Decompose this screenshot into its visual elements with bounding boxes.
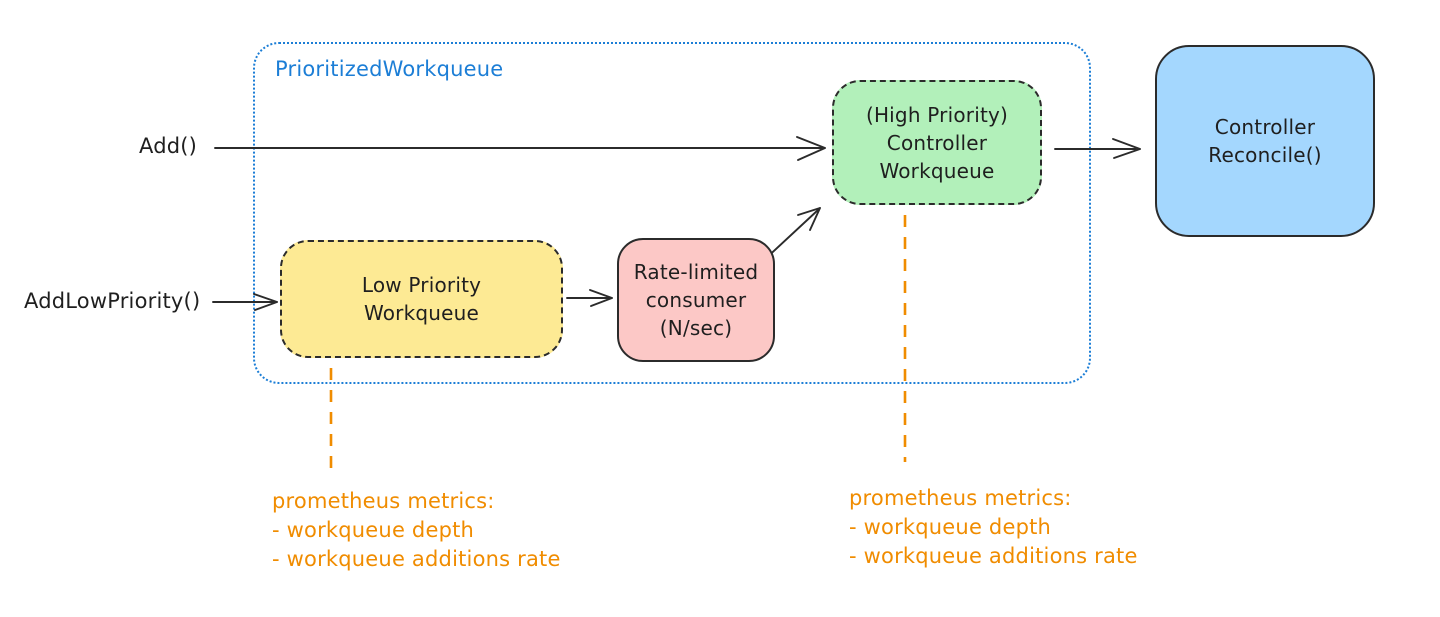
prioritized-workqueue-group-label: PrioritizedWorkqueue [275, 57, 504, 81]
addlowpriority-entrypoint-label: AddLowPriority() [24, 289, 201, 313]
node-high-priority-label-line2: Controller [886, 130, 988, 155]
node-rate-limited-consumer-label-line3: (N/sec) [659, 316, 733, 340]
metrics-note-high-priority-title: prometheus metrics: [849, 486, 1072, 510]
metrics-note-high-priority-item2: - workqueue additions rate [849, 543, 1138, 568]
metrics-note-low-priority-title: prometheus metrics: [272, 489, 495, 513]
node-high-priority-label-line1: (High Priority) [865, 102, 1009, 127]
node-high-priority-label-line3: Workqueue [879, 158, 995, 183]
metrics-note-low-priority: prometheus metrics: - workqueue depth - … [272, 487, 561, 573]
add-entrypoint-label: Add() [139, 134, 198, 158]
metrics-note-low-priority-item1: - workqueue depth [272, 517, 475, 542]
node-rate-limited-consumer-label-line2: consumer [645, 288, 747, 312]
prioritized-workqueue-group-outline [253, 42, 1091, 384]
node-rate-limited-consumer: Rate-limited consumer (N/sec) [617, 238, 775, 362]
node-low-priority-workqueue-label-line1: Low Priority [361, 273, 482, 297]
metrics-note-high-priority: prometheus metrics: - workqueue depth - … [849, 484, 1138, 570]
node-rate-limited-consumer-label-line1: Rate-limited [633, 260, 759, 284]
node-controller-reconcile-label-line1: Controller [1214, 115, 1316, 139]
node-controller-reconcile: Controller Reconcile() [1155, 45, 1375, 237]
node-controller-reconcile-label-line2: Reconcile() [1208, 143, 1322, 167]
metrics-note-low-priority-item2: - workqueue additions rate [272, 546, 561, 571]
node-high-priority-controller-workqueue: (High Priority) Controller Workqueue [832, 80, 1042, 205]
metrics-note-high-priority-item1: - workqueue depth [849, 514, 1052, 539]
node-low-priority-workqueue-label-line2: Workqueue [363, 301, 480, 325]
node-low-priority-workqueue: Low Priority Workqueue [280, 240, 563, 358]
